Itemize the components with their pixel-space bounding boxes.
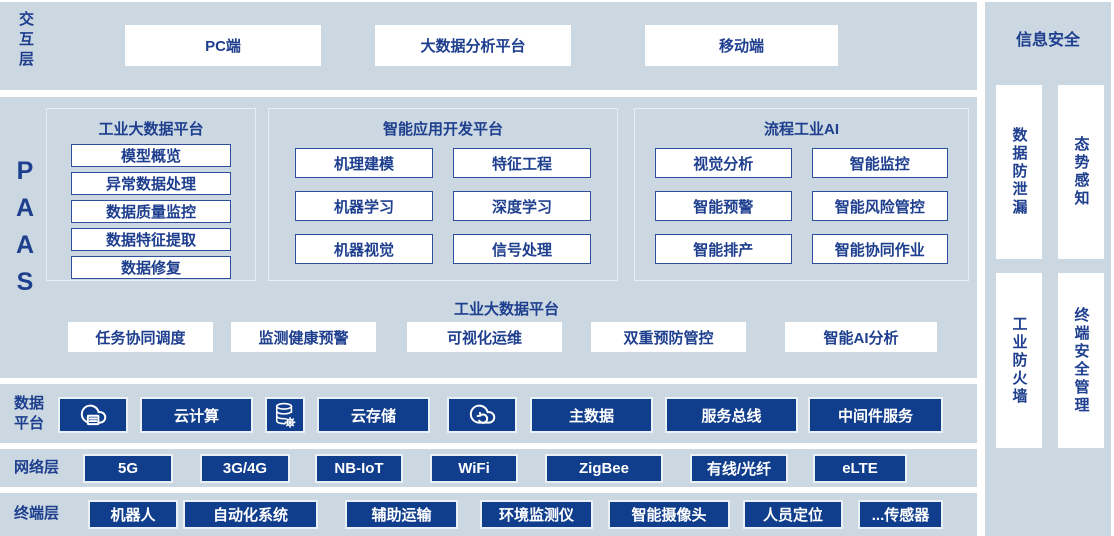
database-gear-icon [274,401,296,429]
terminal-box-auxiliary-transport: 辅助运输 [345,500,458,529]
network-layer-label: 网络层 [14,459,60,476]
paas-group-industrial-bigdata: 工业大数据平台 模型概览 异常数据处理 数据质量监控 数据特征提取 数据修复 [46,108,256,281]
data-platform-icon-box [265,397,305,433]
paas-item: 异常数据处理 [71,172,231,195]
paas-bottom-box: 可视化运维 [407,322,562,352]
paas-item: 数据修复 [71,256,231,279]
paas-bottom-box: 监测健康预警 [231,322,376,352]
network-box-wifi: WiFi [430,454,518,483]
data-platform-box-master-data: 主数据 [530,397,653,433]
data-platform-icon-box [447,397,517,433]
terminal-layer-label: 终端层 [14,505,60,522]
security-panel-title: 信息安全 [1015,32,1080,49]
interaction-box-pc: PC端 [125,25,321,66]
security-box-situation-awareness: 态势感知 [1058,85,1104,259]
security-box-industrial-firewall: 工业防火墙 [996,273,1042,448]
network-box-wired-fiber: 有线/光纤 [690,454,788,483]
layer-paas: PAAS 工业大数据平台 模型概览 异常数据处理 数据质量监控 数据特征提取 数… [0,97,977,378]
data-platform-box-service-bus: 服务总线 [665,397,798,433]
paas-item: 机器学习 [295,191,433,221]
network-box-3g4g: 3G/4G [200,454,290,483]
paas-item: 智能监控 [811,148,948,178]
data-platform-box-middleware: 中间件服务 [808,397,943,433]
data-platform-icon-box [58,397,128,433]
paas-item: 数据质量监控 [71,200,231,223]
layer-data-platform: 数据 平台 云计算 [0,384,977,443]
paas-bottom-box: 任务协同调度 [68,322,213,352]
terminal-box-automation: 自动化系统 [183,500,318,529]
paas-item: 信号处理 [453,234,591,264]
paas-bottom-title: 工业大数据平台 [453,301,559,318]
paas-item: 特征工程 [453,148,591,178]
paas-item: 深度学习 [453,191,591,221]
paas-item: 智能风险管控 [811,191,948,221]
group-items: 模型概览 异常数据处理 数据质量监控 数据特征提取 数据修复 [47,144,255,279]
terminal-box-sensors: ...传感器 [858,500,943,529]
interaction-box-bigdata-platform: 大数据分析平台 [375,25,571,66]
paas-item: 机理建模 [295,148,433,178]
terminal-box-personnel-location: 人员定位 [743,500,843,529]
security-box-data-leak-prevention: 数据防泄漏 [996,85,1042,259]
network-box-zigbee: ZigBee [545,454,663,483]
network-box-5g: 5G [83,454,173,483]
paas-item: 智能协同作业 [811,234,948,264]
group-items: 视觉分析 智能监控 智能预警 智能风险管控 智能排产 智能协同作业 [635,139,968,264]
data-platform-box-cloud-computing: 云计算 [140,397,253,433]
network-box-elte: eLTE [813,454,907,483]
layer-network: 网络层 5G 3G/4G NB-IoT WiFi ZigBee 有线/光纤 eL… [0,449,977,487]
group-items: 机理建模 特征工程 机器学习 深度学习 机器视觉 信号处理 [269,139,617,264]
paas-item: 数据特征提取 [71,228,231,251]
paas-item: 机器视觉 [295,234,433,264]
group-title: 智能应用开发平台 [382,121,503,138]
data-platform-layer-label: 数据 平台 [14,395,45,433]
cloud-sync-icon [464,401,500,429]
paas-bottom-box: 智能AI分析 [785,322,937,352]
paas-item: 模型概览 [71,144,231,167]
terminal-box-env-monitor: 环境监测仪 [480,500,593,529]
paas-bottom-box: 双重预防管控 [591,322,746,352]
paas-item: 智能排产 [655,234,792,264]
interaction-layer-label: 交互层 [17,11,34,71]
interaction-box-mobile: 移动端 [645,25,838,66]
data-platform-box-cloud-storage: 云存储 [317,397,430,433]
layer-interaction: 交互层 PC端 大数据分析平台 移动端 [0,2,977,90]
security-box-terminal-security-mgmt: 终端安全管理 [1058,273,1104,448]
security-panel: 信息安全 数据防泄漏 态势感知 工业防火墙 终端安全管理 [985,2,1111,536]
paas-item: 智能预警 [655,191,792,221]
group-title: 工业大数据平台 [98,121,204,138]
paas-layer-label: PAAS [11,157,39,305]
cloud-server-icon [75,401,111,429]
paas-group-process-industry-ai: 流程工业AI 视觉分析 智能监控 智能预警 智能风险管控 智能排产 智能协同作业 [634,108,969,281]
paas-group-smart-app-dev: 智能应用开发平台 机理建模 特征工程 机器学习 深度学习 机器视觉 信号处理 [268,108,618,281]
group-title: 流程工业AI [763,121,839,138]
terminal-box-robot: 机器人 [88,500,178,529]
layer-terminal: 终端层 机器人 自动化系统 辅助运输 环境监测仪 智能摄像头 人员定位 ...传… [0,493,977,536]
terminal-box-smart-camera: 智能摄像头 [608,500,730,529]
network-box-nbiot: NB-IoT [315,454,403,483]
paas-item: 视觉分析 [655,148,792,178]
